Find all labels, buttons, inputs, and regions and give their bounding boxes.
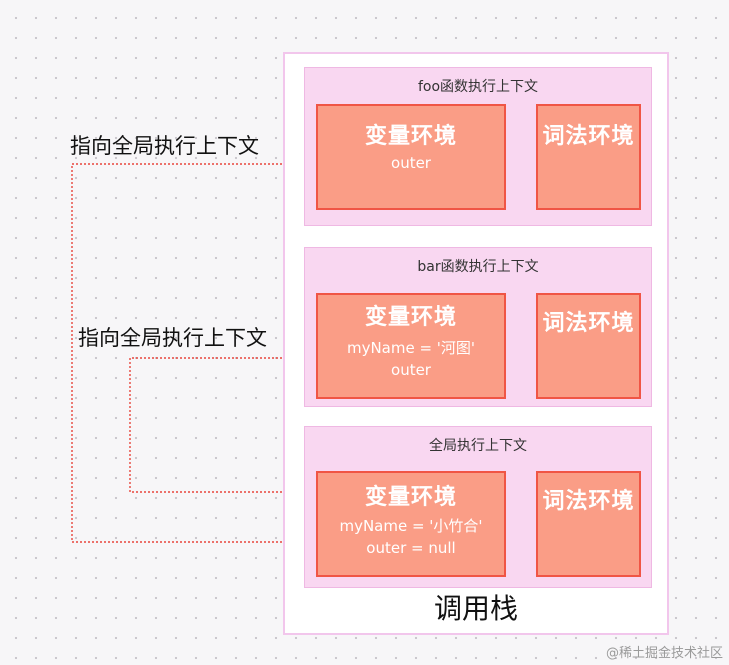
- bar-variable-env-title: 变量环境: [364, 305, 457, 330]
- foo-lexical-env-title: 词法环境: [542, 124, 635, 149]
- global-context-title: 全局执行上下文: [429, 438, 527, 454]
- foo-variable-env-title: 变量环境: [364, 124, 457, 149]
- global-myname-line: myName = '小竹合': [339, 517, 483, 535]
- bar-myname-line: myName = '河图': [346, 339, 476, 357]
- foo-outer-arrow: [71, 163, 378, 548]
- global-outer-line: outer = null: [366, 539, 456, 557]
- bar-context-title: bar函数执行上下文: [417, 259, 539, 275]
- global-lexical-env-title: 词法环境: [542, 489, 635, 514]
- bar-lexical-environment: 词法环境: [536, 293, 641, 399]
- bar-outer-arrow: [129, 357, 382, 498]
- foo-context-title: foo函数执行上下文: [417, 79, 539, 95]
- bar-lexical-env-title: 词法环境: [542, 311, 635, 336]
- call-stack-label: 调用栈: [433, 592, 518, 625]
- bar-arrow-label: 指向全局执行上下文: [78, 326, 267, 350]
- bar-variable-environment: 变量环境 myName = '河图' outer: [316, 293, 506, 399]
- bar-outer-line: outer: [391, 361, 431, 379]
- foo-arrow-label: 指向全局执行上下文: [70, 134, 259, 158]
- global-variable-environment: 变量环境 myName = '小竹合' outer = null: [316, 471, 506, 577]
- foo-execution-context: foo函数执行上下文 变量环境 outer 词法环境: [304, 67, 652, 226]
- foo-lexical-environment: 词法环境: [536, 104, 641, 210]
- bar-execution-context: bar函数执行上下文 变量环境 myName = '河图' outer 词法环境: [304, 247, 652, 407]
- foo-outer-line: outer: [391, 154, 431, 172]
- watermark: @稀土掘金技术社区: [605, 646, 723, 661]
- call-stack: foo函数执行上下文 变量环境 outer 词法环境 bar函数执行上下文 变量…: [283, 52, 669, 635]
- foo-variable-environment: 变量环境 outer: [316, 104, 506, 210]
- global-variable-env-title: 变量环境: [364, 485, 457, 510]
- global-execution-context: 全局执行上下文 变量环境 myName = '小竹合' outer = null…: [304, 426, 652, 588]
- global-lexical-environment: 词法环境: [536, 471, 641, 577]
